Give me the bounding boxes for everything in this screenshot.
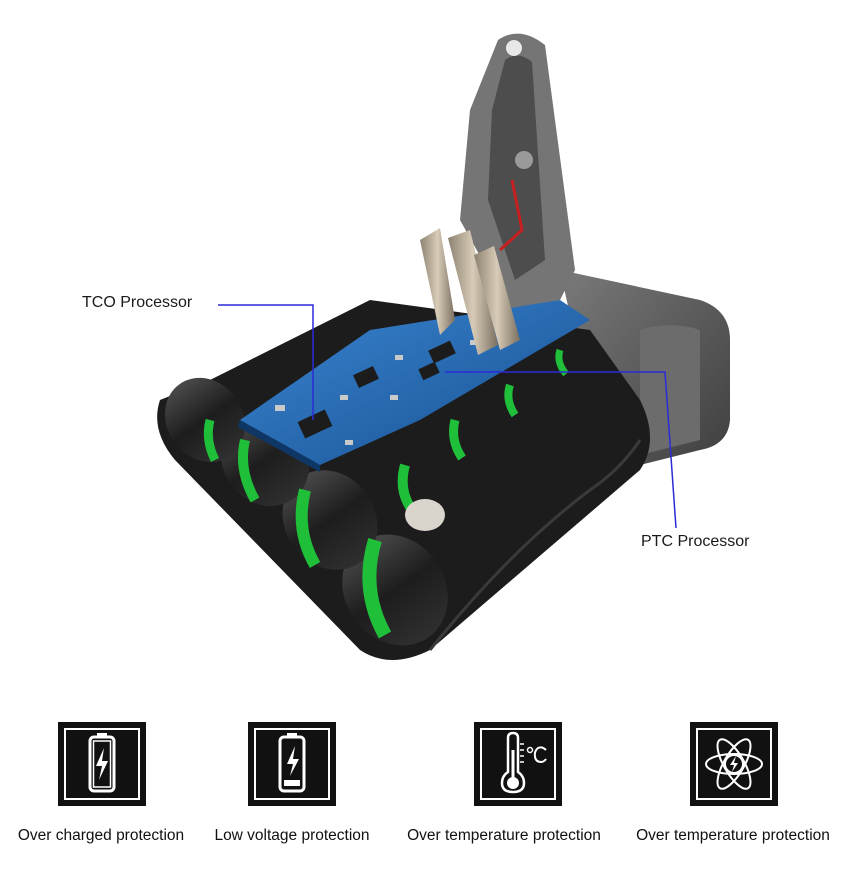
tco-callout-line	[218, 304, 314, 420]
tco-processor-label: TCO Processor	[82, 294, 193, 311]
battery-latch	[460, 33, 575, 311]
battery-pack-photo	[157, 33, 730, 660]
ptc-processor-label: PTC Processor	[641, 533, 750, 550]
thermometer-celsius-icon	[474, 722, 562, 806]
feature-label: Over temperature protection	[636, 827, 830, 844]
feature-label: Over charged protection	[17, 827, 185, 844]
ptc-callout-line	[445, 371, 677, 529]
battery-low-bolt-icon	[248, 722, 336, 806]
battery-full-bolt-icon	[58, 722, 146, 806]
battery-cells	[157, 300, 650, 660]
atom-bolt-icon	[690, 722, 778, 806]
terminal-clips	[420, 228, 520, 355]
feature-label: Over temperature protection	[407, 827, 601, 844]
feature-label: Low voltage protection	[214, 827, 370, 844]
protection-features: Over charged protection Low voltage prot…	[0, 722, 850, 872]
